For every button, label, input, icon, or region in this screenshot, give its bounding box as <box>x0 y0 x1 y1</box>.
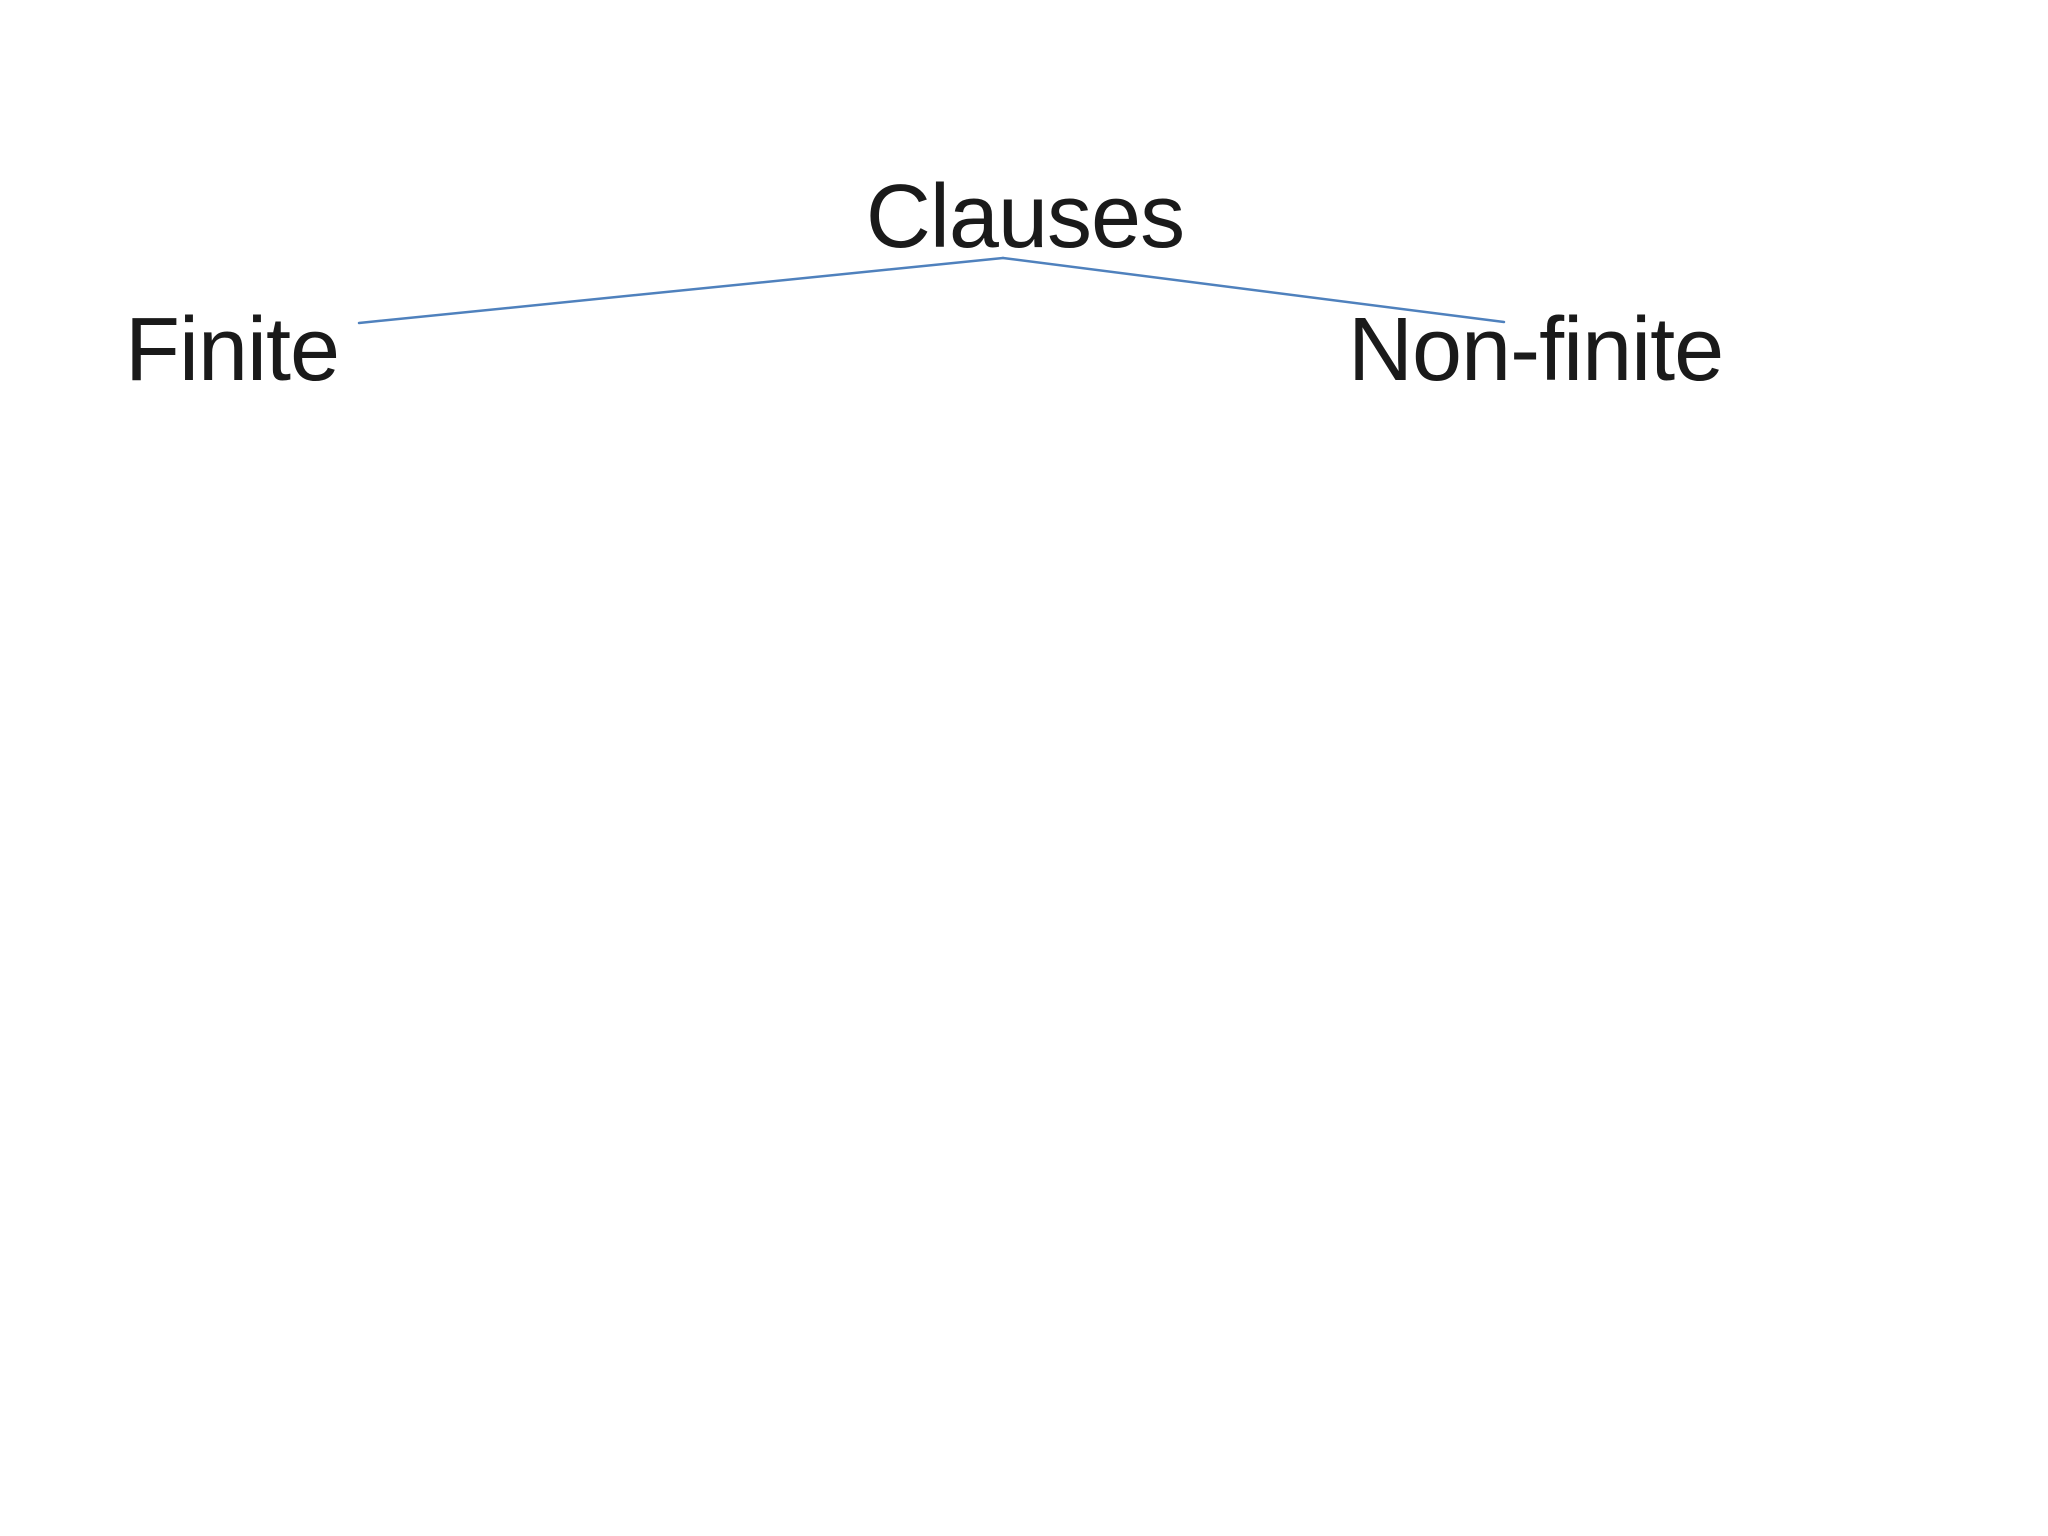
connector-clauses-to-finite <box>357 256 1005 325</box>
node-finite: Finite <box>125 300 340 400</box>
node-non-finite: Non-finite <box>1348 300 1724 400</box>
node-clauses: Clauses <box>865 167 1185 267</box>
